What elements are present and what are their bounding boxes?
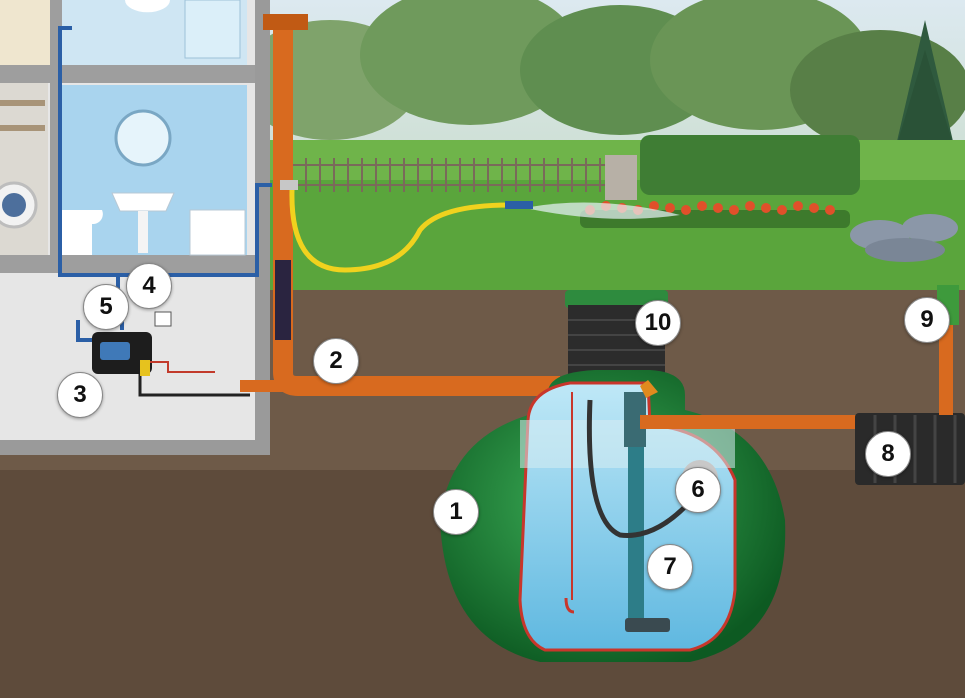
- flower: [745, 201, 755, 211]
- flower: [681, 205, 691, 215]
- flower: [665, 203, 675, 213]
- flower: [761, 203, 771, 213]
- marker-10-tank-dome: 10: [635, 300, 681, 346]
- marker-8-infiltration-block: 8: [865, 431, 911, 477]
- marker-9-overflow-pipe: 9: [904, 297, 950, 343]
- marker-5-pressure-switch: 5: [83, 284, 129, 330]
- flower: [777, 205, 787, 215]
- marker-1-tank: 1: [433, 489, 479, 535]
- background-trees: [240, 0, 965, 175]
- gutter: [263, 14, 308, 30]
- flower: [793, 201, 803, 211]
- flower: [713, 203, 723, 213]
- garden-fence: [290, 164, 620, 186]
- rock-garden: [850, 214, 958, 262]
- hose-tap: [280, 180, 298, 190]
- marker-6-floating-filter: 6: [675, 467, 721, 513]
- sprinkler-spray: [530, 202, 680, 219]
- marker-4-house-supply-line: 4: [126, 263, 172, 309]
- flower: [729, 205, 739, 215]
- marker-7-calmed-inlet: 7: [647, 544, 693, 590]
- garden-hose: [289, 189, 511, 273]
- flower: [825, 205, 835, 215]
- hose-nozzle: [505, 201, 533, 209]
- flower: [697, 201, 707, 211]
- stone-pillar: [605, 155, 637, 200]
- hedge: [640, 135, 860, 195]
- bathroom-fixtures: [0, 0, 246, 256]
- marker-2-downpipe-inlet: 2: [313, 338, 359, 384]
- flower: [649, 201, 659, 211]
- marker-3-pump-unit: 3: [57, 372, 103, 418]
- pump-unit-graphic: [92, 311, 250, 397]
- flower: [809, 203, 819, 213]
